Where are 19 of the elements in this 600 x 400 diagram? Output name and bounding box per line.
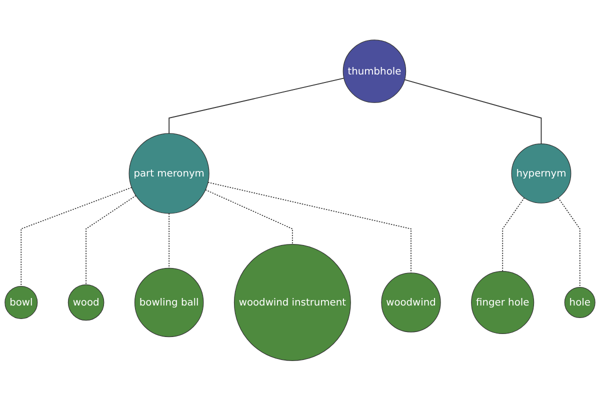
node-circle: wood <box>68 284 104 320</box>
node-circle: bowl <box>4 286 38 319</box>
node-circle: finger hole <box>471 270 534 334</box>
node-circle: hole <box>564 286 596 318</box>
connector <box>558 197 580 288</box>
connector <box>208 182 412 274</box>
node-circle: hypernym <box>511 143 572 204</box>
connector <box>404 78 542 144</box>
connector <box>502 197 525 272</box>
connector <box>86 194 136 285</box>
connector <box>168 212 170 268</box>
node-circle: thumbhole <box>342 39 406 103</box>
node-circle: part meronym <box>128 132 210 214</box>
connector <box>20 186 132 286</box>
node-circle: woodwind <box>381 272 441 332</box>
node-circle: woodwind instrument <box>234 244 351 361</box>
connector <box>168 77 344 134</box>
connector <box>205 189 293 244</box>
node-circle: bowling ball <box>134 268 204 337</box>
